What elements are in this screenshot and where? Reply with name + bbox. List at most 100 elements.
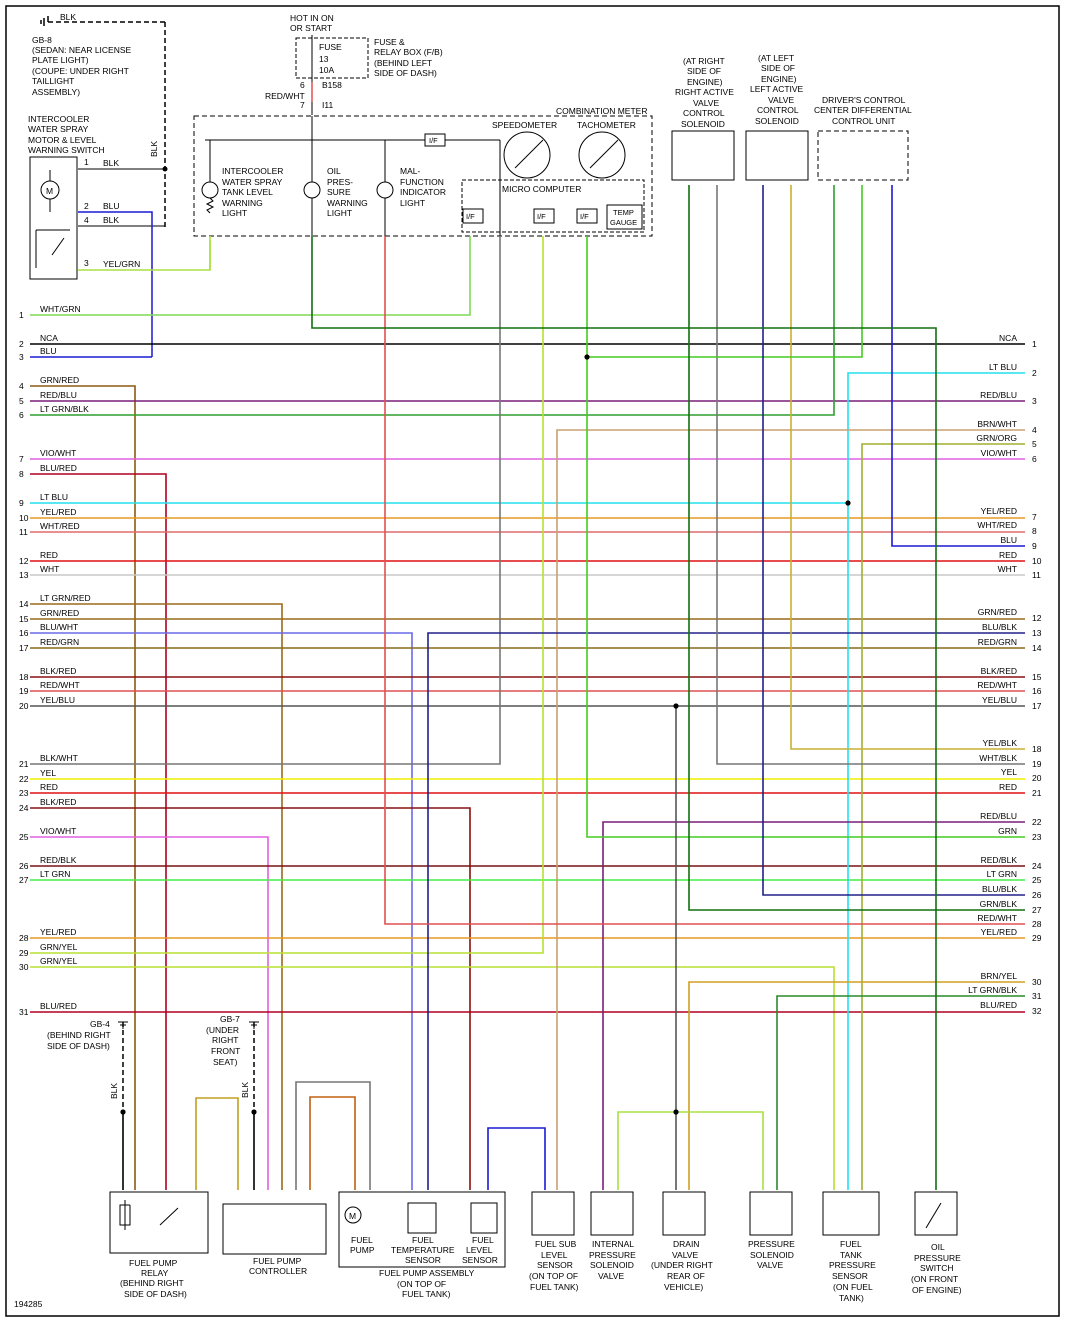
svg-text:LEVEL: LEVEL	[466, 1245, 493, 1255]
svg-text:VALVE: VALVE	[672, 1250, 698, 1260]
svg-text:FUEL: FUEL	[412, 1235, 434, 1245]
diagram-id: 194285	[14, 1299, 43, 1309]
svg-text:SOLENOID: SOLENOID	[755, 116, 799, 126]
svg-text:BLK: BLK	[109, 1083, 119, 1099]
right-wire-number: 22	[1032, 817, 1042, 827]
left-wire-number: 26	[19, 861, 29, 871]
right-wire-label: WHT/RED	[977, 520, 1017, 530]
svg-text:(UNDER: (UNDER	[206, 1025, 239, 1035]
wire-blk-yel-relay	[195, 1097, 239, 1190]
right-wire-label: YEL/RED	[981, 927, 1017, 937]
left-wire-number: 23	[19, 788, 29, 798]
left-wire-number: 22	[19, 774, 29, 784]
wire-blk-org	[309, 1096, 356, 1190]
ground-gb7: GB-7 (UNDER RIGHT FRONT SEAT) BLK	[206, 1014, 259, 1110]
wire-yel-blk	[790, 185, 1025, 750]
svg-text:TEMPERATURE: TEMPERATURE	[391, 1245, 455, 1255]
svg-text:I/F: I/F	[580, 212, 589, 221]
svg-text:SENSOR: SENSOR	[405, 1255, 441, 1265]
left-wire-number: 5	[19, 396, 24, 406]
svg-text:MICRO COMPUTER: MICRO COMPUTER	[502, 184, 581, 194]
svg-text:FUSE: FUSE	[319, 42, 342, 52]
wire-grn-yel-2	[30, 966, 835, 1190]
svg-text:B158: B158	[322, 80, 342, 90]
wire-layer	[30, 185, 1025, 1190]
svg-text:TANK LEVEL: TANK LEVEL	[222, 187, 273, 197]
splice-point	[673, 1109, 679, 1115]
svg-text:LIGHT: LIGHT	[222, 208, 247, 218]
left-wire-number: 15	[19, 614, 29, 624]
svg-text:(ON TOP OF: (ON TOP OF	[529, 1271, 578, 1281]
right-wire-label: RED/WHT	[977, 680, 1017, 690]
svg-text:SURE: SURE	[327, 187, 351, 197]
wire-blu-right	[891, 185, 1025, 547]
svg-text:DRAIN: DRAIN	[673, 1239, 699, 1249]
right-wire-number: 27	[1032, 905, 1042, 915]
svg-text:SWITCH: SWITCH	[920, 1263, 954, 1273]
svg-text:TACHOMETER: TACHOMETER	[577, 120, 636, 130]
left-wire-label: LT BLU	[40, 492, 68, 502]
right-wire-number: 17	[1032, 701, 1042, 711]
left-wire-label: GRN/RED	[40, 608, 79, 618]
left-wire-label: BLK/RED	[40, 666, 76, 676]
left-wire-number: 3	[19, 352, 24, 362]
wire-grn	[586, 236, 1025, 838]
left-wire-label: LT GRN/BLK	[40, 404, 89, 414]
svg-text:GAUGE: GAUGE	[610, 218, 637, 227]
left-wire-number: 18	[19, 672, 29, 682]
right-wire-label: RED	[999, 550, 1017, 560]
right-wire-number: 18	[1032, 744, 1042, 754]
wire-grn-org	[861, 443, 1025, 1190]
svg-text:VALVE: VALVE	[757, 1260, 783, 1270]
right-wire-number: 19	[1032, 759, 1042, 769]
svg-text:(AT RIGHT: (AT RIGHT	[683, 56, 725, 66]
svg-text:RIGHT ACTIVE: RIGHT ACTIVE	[675, 87, 734, 97]
left-wire-number: 10	[19, 513, 29, 523]
wire-lt-blu-right	[847, 372, 1025, 1190]
svg-text:FUEL PUMP: FUEL PUMP	[253, 1256, 302, 1266]
svg-text:4: 4	[84, 215, 89, 225]
right-wire-number: 24	[1032, 861, 1042, 871]
wire-red-blu-2	[602, 821, 1025, 1190]
right-wire-number: 8	[1032, 526, 1037, 536]
right-wire-number: 11	[1032, 570, 1041, 580]
splice-point	[251, 1109, 257, 1115]
right-wire-label: BLU/RED	[980, 1000, 1017, 1010]
svg-text:I/F: I/F	[429, 136, 438, 145]
left-wire-number: 19	[19, 686, 29, 696]
svg-text:I/F: I/F	[466, 212, 475, 221]
left-wire-number: 24	[19, 803, 29, 813]
wire-grn-blk	[688, 185, 1025, 911]
left-wire-label: RED/GRN	[40, 637, 79, 647]
svg-text:COMBINATION METER: COMBINATION METER	[556, 106, 647, 116]
left-wire-number: 8	[19, 469, 24, 479]
svg-text:TEMP: TEMP	[613, 208, 634, 217]
svg-text:WARNING SWITCH: WARNING SWITCH	[28, 145, 105, 155]
wire-blu-blk	[427, 632, 1025, 1190]
left-wire-label: BLU/RED	[40, 1001, 77, 1011]
svg-text:FUEL: FUEL	[351, 1235, 373, 1245]
relay-coil-icon	[119, 1200, 131, 1230]
svg-text:LEFT ACTIVE: LEFT ACTIVE	[750, 84, 804, 94]
svg-text:SEAT): SEAT)	[213, 1057, 238, 1067]
right-wire-number: 23	[1032, 832, 1042, 842]
svg-text:PRESSURE: PRESSURE	[914, 1253, 961, 1263]
left-wire-number: 12	[19, 556, 29, 566]
left-wire-number: 2	[19, 339, 24, 349]
wire-red-wht-2	[384, 236, 1025, 925]
svg-text:(SEDAN: NEAR LICENSE: (SEDAN: NEAR LICENSE	[32, 45, 132, 55]
left-wire-label: WHT/RED	[40, 521, 80, 531]
svg-text:REAR OF: REAR OF	[667, 1271, 705, 1281]
right-wire-label: RED/BLU	[980, 390, 1017, 400]
left-wire-label: NCA	[40, 333, 58, 343]
svg-text:PRESSURE: PRESSURE	[589, 1250, 636, 1260]
left-wire-number: 16	[19, 628, 29, 638]
svg-text:SENSOR: SENSOR	[832, 1271, 868, 1281]
left-wire-number: 13	[19, 570, 29, 580]
ground-gb4: GB-4 (BEHIND RIGHT SIDE OF DASH) BLK	[47, 1019, 128, 1110]
right-wire-label: BRN/WHT	[977, 419, 1017, 429]
svg-text:FUEL TANK): FUEL TANK)	[402, 1289, 451, 1299]
svg-text:M: M	[46, 186, 53, 196]
wire-yel-grn-pressure	[676, 1111, 764, 1190]
right-wire-label: WHT	[998, 564, 1017, 574]
